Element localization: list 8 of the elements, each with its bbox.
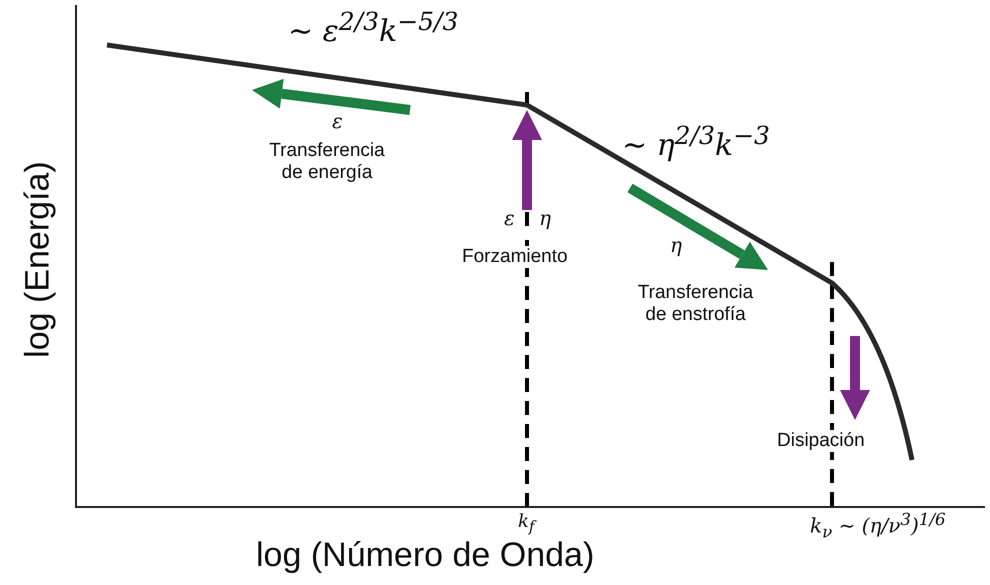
tick-label: k$_{ν}$ ∼ (η/ν$^{3}$)$^{1/6}$ bbox=[809, 510, 947, 542]
formula-label: ∼ ε$^{2/3}$k$^{−5/3}$ bbox=[287, 8, 460, 50]
symbol-label: η bbox=[538, 207, 552, 230]
symbol-label: ε bbox=[503, 207, 516, 230]
tick-label: k$_{f}$ bbox=[516, 512, 536, 536]
formula-label: ∼ η$^{2/3}$k$^{−3}$ bbox=[621, 122, 771, 164]
symbol-label: ε bbox=[331, 110, 344, 133]
symbol-label: η bbox=[669, 234, 683, 257]
